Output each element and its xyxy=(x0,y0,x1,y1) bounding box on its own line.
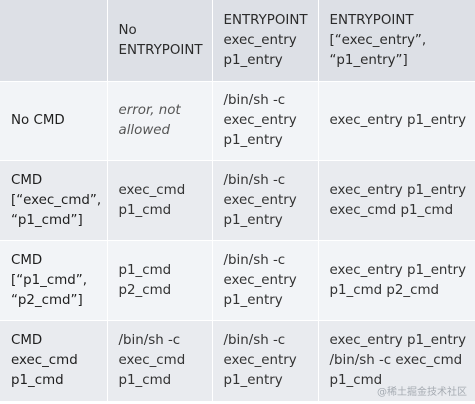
header-entrypoint-exec: ENTRYPOINT [“exec_entry”, “p1_entry”] xyxy=(318,0,475,82)
table-cell: exec_entry p1_entry /bin/sh -c exec_cmd … xyxy=(318,320,475,402)
watermark: @稀土掘金技术社区 xyxy=(377,387,467,398)
table-cell: error, not allowed xyxy=(107,81,213,161)
row-header-cmd-exec-form: CMD [“exec_cmd”, “p1_cmd”] xyxy=(0,160,108,241)
row-header-cmd-params: CMD [“p1_cmd”, “p2_cmd”] xyxy=(0,240,108,321)
table-cell: exec_entry p1_entry xyxy=(318,81,475,161)
table-cell: /bin/sh -c exec_entry p1_entry xyxy=(212,320,319,402)
table-cell: p1_cmd p2_cmd xyxy=(107,240,213,321)
row-header-no-cmd: No CMD xyxy=(0,81,108,161)
table-cell: /bin/sh -c exec_entry p1_entry xyxy=(212,160,319,241)
header-entrypoint-shell: ENTRYPOINT exec_entry p1_entry xyxy=(212,0,319,82)
table-cell: exec_entry p1_entry p1_cmd p2_cmd xyxy=(318,240,475,321)
table-cell: /bin/sh -c exec_entry p1_entry xyxy=(212,81,319,161)
header-corner-cell xyxy=(0,0,108,82)
table-row: CMD exec_cmd p1_cmd /bin/sh -c exec_cmd … xyxy=(0,320,475,402)
table-cell: exec_cmd p1_cmd xyxy=(107,160,213,241)
table-row: No CMD error, not allowed /bin/sh -c exe… xyxy=(0,81,475,161)
table-row: CMD [“exec_cmd”, “p1_cmd”] exec_cmd p1_c… xyxy=(0,160,475,241)
header-no-entrypoint: No ENTRYPOINT xyxy=(107,0,213,82)
table-cell: /bin/sh -c exec_entry p1_entry xyxy=(212,240,319,321)
table-row: CMD [“p1_cmd”, “p2_cmd”] p1_cmd p2_cmd /… xyxy=(0,240,475,321)
table-cell: exec_entry p1_entry exec_cmd p1_cmd xyxy=(318,160,475,241)
row-header-cmd-shell-form: CMD exec_cmd p1_cmd xyxy=(0,320,108,402)
table-cell: /bin/sh -c exec_cmd p1_cmd xyxy=(107,320,213,402)
table-header-row: No ENTRYPOINT ENTRYPOINT exec_entry p1_e… xyxy=(0,0,475,82)
